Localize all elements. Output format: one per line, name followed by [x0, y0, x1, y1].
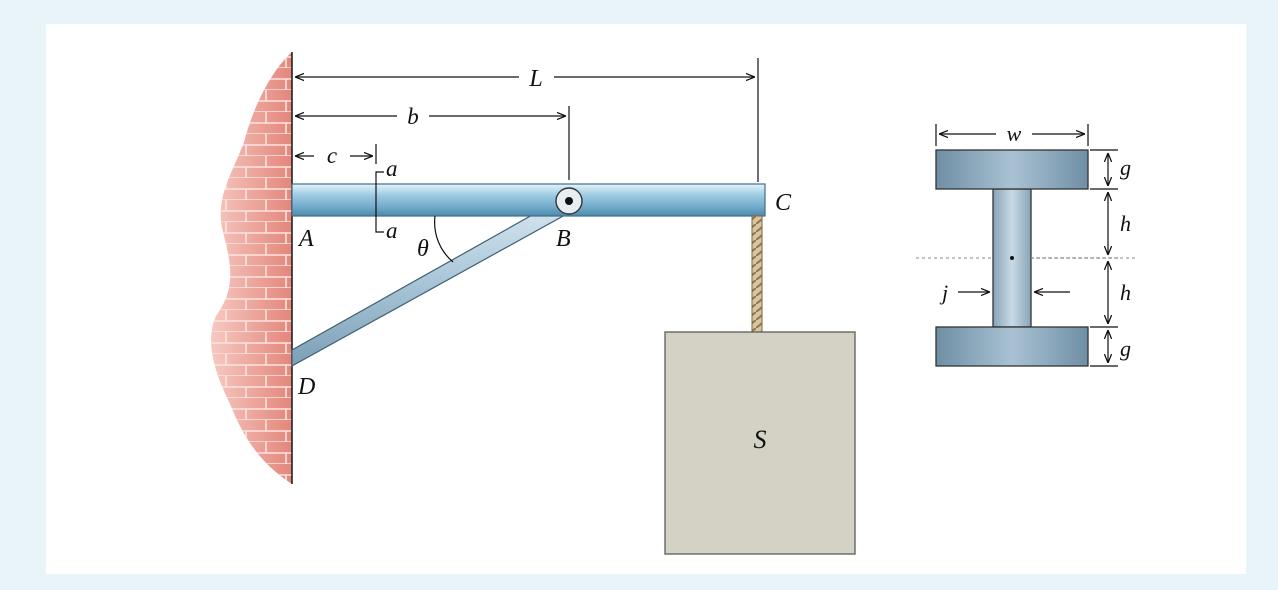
label-g-top: g	[1120, 155, 1131, 180]
label-l: L	[528, 66, 542, 92]
block-s	[664, 331, 856, 555]
label-a-top: a	[386, 156, 398, 181]
label-point-c: C	[775, 190, 792, 216]
beam-diagram: L b c a a A B C D θ S w g h h g	[211, 52, 1136, 555]
label-w: w	[1007, 121, 1022, 146]
beam-ac	[291, 183, 766, 217]
dimension-w	[935, 124, 1089, 146]
label-point-d: D	[297, 374, 315, 400]
label-theta: θ	[417, 236, 429, 262]
dimension-b	[295, 106, 570, 180]
label-b: b	[407, 104, 419, 129]
dimension-c	[295, 144, 377, 164]
diagram-panel: L b c a a A B C D θ S w g h h g	[46, 24, 1246, 574]
label-point-a: A	[297, 226, 314, 252]
pin-b	[555, 187, 583, 215]
label-g-bottom: g	[1120, 336, 1131, 361]
label-h-top: h	[1120, 211, 1131, 236]
rope	[751, 215, 763, 333]
label-point-b: B	[556, 226, 571, 252]
label-h-bottom: h	[1120, 280, 1131, 305]
dimension-l	[295, 58, 759, 182]
angle-theta-arc	[434, 215, 454, 263]
wall	[211, 52, 293, 484]
section-a-marker	[375, 171, 384, 233]
label-block-s: S	[754, 425, 767, 454]
dimension-height-chain	[1031, 149, 1118, 367]
label-j: j	[939, 280, 948, 305]
label-a-bottom: a	[386, 218, 398, 243]
i-beam-cross-section	[916, 149, 1136, 367]
strut-bd	[291, 195, 575, 368]
label-c: c	[327, 143, 337, 168]
